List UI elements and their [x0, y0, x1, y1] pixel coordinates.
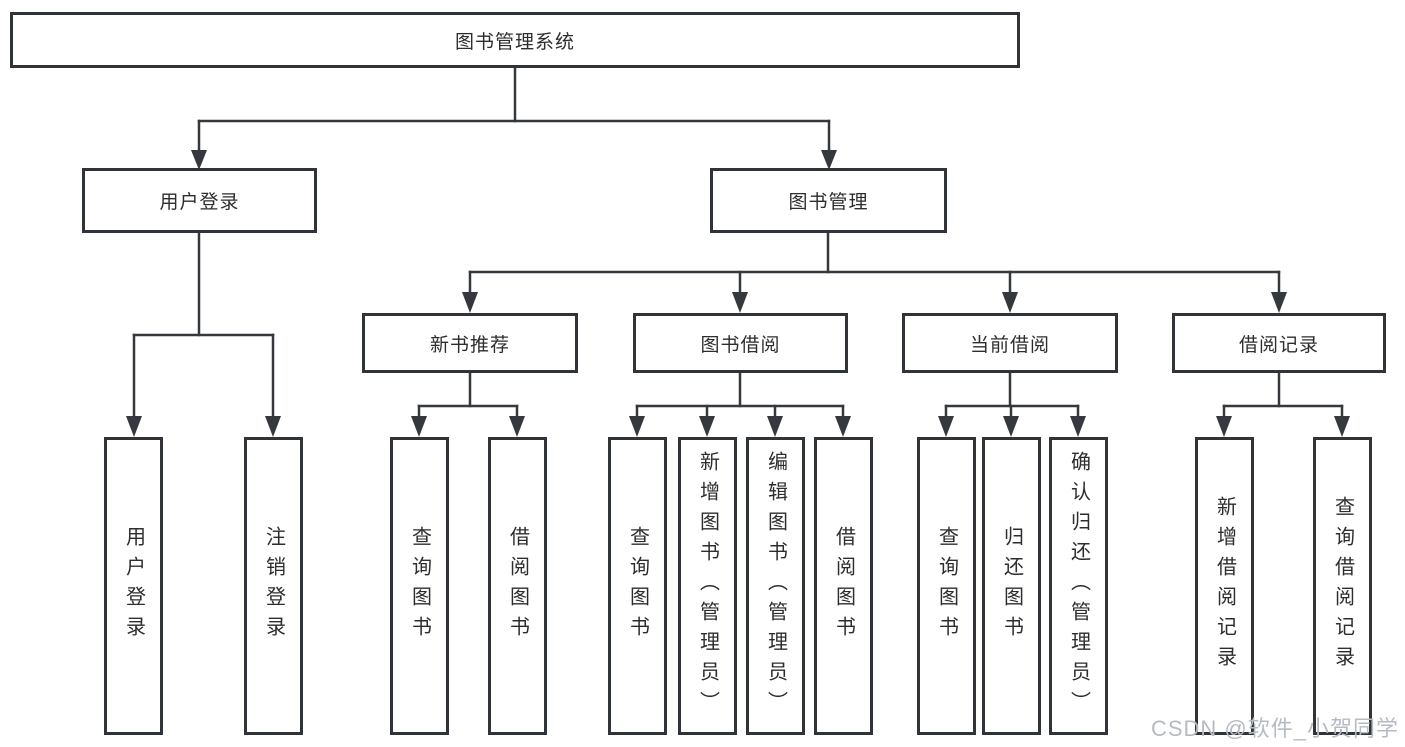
node-new-book-recommend-label: 新书推荐: [429, 334, 510, 356]
arrowhead-icon: [191, 150, 207, 170]
arrowhead-icon: [699, 416, 715, 437]
arrowhead-icon: [1002, 292, 1018, 313]
arrowhead-icon: [821, 150, 837, 170]
node-borrowing-borrow-books: 借阅图书: [814, 437, 873, 735]
arrowhead-icon: [462, 292, 478, 313]
node-newbook-borrow-books-label: 借阅图书: [506, 526, 529, 646]
node-book-borrowing-label: 图书借阅: [700, 334, 781, 356]
arrowhead-icon: [938, 416, 954, 437]
arrowhead-icon: [732, 292, 748, 313]
node-borrowing-records: 借阅记录: [1172, 313, 1386, 373]
connector-book-management-to-modules: [462, 231, 1287, 313]
node-add-borrow-record-label: 新增借阅记录: [1213, 496, 1236, 676]
node-logout-label: 注销登录: [262, 526, 285, 646]
node-add-borrow-record: 新增借阅记录: [1195, 437, 1254, 735]
connector-book-borrowing-to-leaves: [629, 371, 851, 437]
node-book-management: 图书管理: [710, 168, 947, 233]
node-return-books: 归还图书: [982, 437, 1041, 735]
node-add-books-admin: 新增图书（管理员）: [678, 437, 737, 735]
arrowhead-icon: [265, 416, 281, 437]
node-confirm-return-admin-label: 确认归还（管理员）: [1067, 451, 1090, 721]
arrowhead-icon: [767, 416, 783, 437]
node-user-login: 用户登录: [82, 168, 317, 233]
node-current-query-books: 查询图书: [917, 437, 976, 735]
node-login: 用户登录: [104, 437, 163, 735]
connector-records-to-leaves: [1216, 371, 1350, 437]
node-newbook-query-books: 查询图书: [390, 437, 449, 735]
connector-user-login-to-leaves: [126, 231, 281, 437]
arrowhead-icon: [629, 416, 645, 437]
node-borrowing-query-books: 查询图书: [608, 437, 667, 735]
node-add-books-admin-label: 新增图书（管理员）: [696, 451, 719, 721]
connector-new-book-to-leaves: [411, 371, 525, 437]
node-book-borrowing: 图书借阅: [633, 313, 848, 373]
connector-current-borrowing-to-leaves: [938, 371, 1086, 437]
connector-root-to-level2: [191, 66, 837, 170]
arrowhead-icon: [1003, 416, 1019, 437]
node-current-query-books-label: 查询图书: [935, 526, 958, 646]
arrowhead-icon: [1216, 416, 1232, 437]
node-edit-books-admin: 编辑图书（管理员）: [746, 437, 805, 735]
arrowhead-icon: [1271, 292, 1287, 313]
node-borrowing-records-label: 借阅记录: [1238, 334, 1319, 356]
node-query-borrow-record: 查询借阅记录: [1313, 437, 1372, 735]
node-root-label: 图书管理系统: [454, 31, 575, 53]
node-edit-books-admin-label: 编辑图书（管理员）: [764, 451, 787, 721]
node-login-label: 用户登录: [122, 526, 145, 646]
node-current-borrowing-label: 当前借阅: [969, 334, 1050, 356]
node-current-borrowing: 当前借阅: [902, 313, 1118, 373]
node-newbook-query-books-label: 查询图书: [408, 526, 431, 646]
node-user-login-label: 用户登录: [159, 192, 240, 213]
arrowhead-icon: [411, 416, 427, 437]
node-query-borrow-record-label: 查询借阅记录: [1331, 496, 1354, 676]
csdn-watermark: CSDN @软件_小贺同学: [1150, 716, 1399, 741]
node-root: 图书管理系统: [10, 12, 1020, 68]
node-return-books-label: 归还图书: [1000, 526, 1023, 646]
arrowhead-icon: [1070, 416, 1086, 437]
node-borrowing-borrow-books-label: 借阅图书: [832, 526, 855, 646]
arrowhead-icon: [1334, 416, 1350, 437]
arrowhead-icon: [509, 416, 525, 437]
arrowhead-icon: [126, 416, 142, 437]
node-borrowing-query-books-label: 查询图书: [626, 526, 649, 646]
node-book-management-label: 图书管理: [788, 192, 869, 213]
node-logout: 注销登录: [244, 437, 303, 735]
node-confirm-return-admin: 确认归还（管理员）: [1049, 437, 1108, 735]
arrowhead-icon: [835, 416, 851, 437]
node-newbook-borrow-books: 借阅图书: [488, 437, 547, 735]
node-new-book-recommend: 新书推荐: [362, 313, 578, 373]
